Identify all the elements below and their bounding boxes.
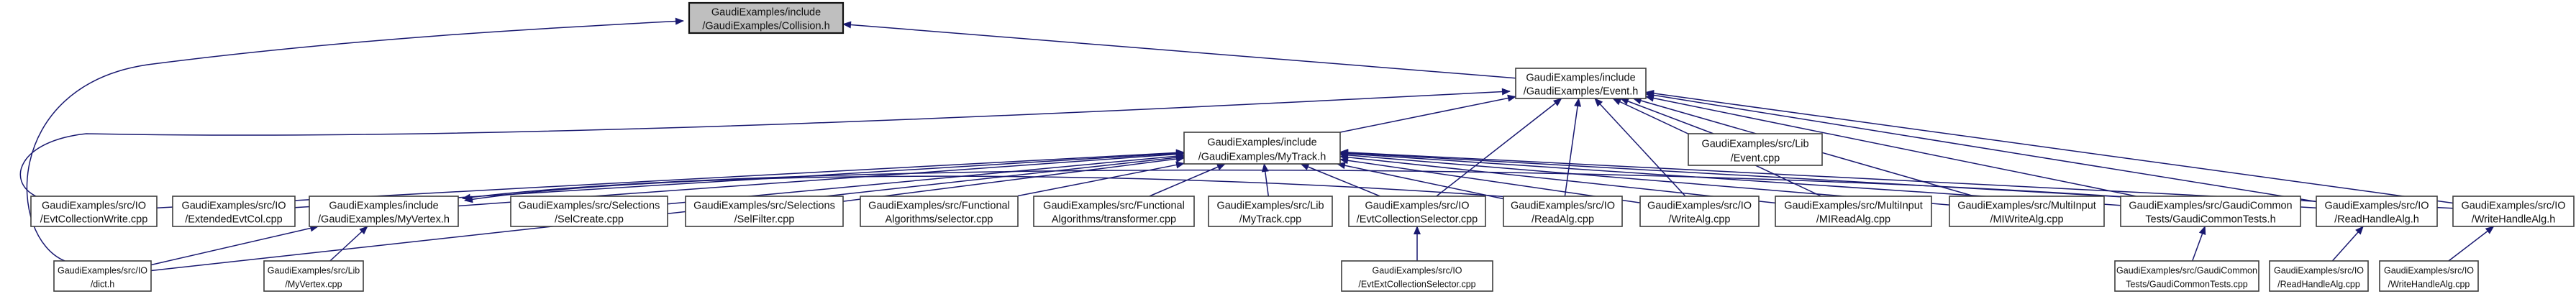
graph-node-extendedevtcol_cpp[interactable]: GaudiExamples/src/IO/ExtendedEvtCol.cpp	[172, 196, 296, 227]
graph-node-box[interactable]	[53, 260, 152, 292]
graph-node-box[interactable]	[2316, 196, 2438, 227]
graph-node-writehandlealg_cpp[interactable]: GaudiExamples/src/IO/WriteHandleAlg.cpp	[2379, 260, 2479, 292]
graph-node-box[interactable]	[309, 196, 459, 227]
graph-node-collision_h: GaudiExamples/include/GaudiExamples/Coll…	[688, 1, 845, 35]
graph-node-miwritealg_cpp[interactable]: GaudiExamples/src/MultiInput/MIWriteAlg.…	[1949, 196, 2105, 227]
graph-node-readhandlealg_cpp[interactable]: GaudiExamples/src/IO/ReadHandleAlg.cpp	[2269, 260, 2369, 292]
graph-edge-evtcollectionselector_cpp-mytrack_h	[1300, 163, 1380, 197]
graph-node-mytrack_h[interactable]: GaudiExamples/include/GaudiExamples/MyTr…	[1183, 132, 1341, 165]
graph-edge-mytrack_h-event_h	[1339, 94, 1516, 133]
graph-node-box[interactable]	[1775, 196, 1932, 227]
graph-node-evtcollectionselector_cpp[interactable]: GaudiExamples/src/IO/EvtCollectionSelect…	[1348, 196, 1486, 227]
graph-node-writehandlealg_h[interactable]: GaudiExamples/src/IO/WriteHandleAlg.h	[2452, 196, 2575, 227]
graph-edge-readalg_cpp-event_h	[1564, 98, 1582, 197]
graph-edge-selector_cpp-mytrack_h	[1017, 161, 1185, 197]
graph-node-dict_h[interactable]: GaudiExamples/src/IO/dict.h	[53, 260, 152, 292]
graph-edge-evtcollectionwrite_cpp-event_h	[19, 88, 1511, 197]
graph-node-evtcollectionwrite_cpp[interactable]: GaudiExamples/src/IO/EvtCollectionWrite.…	[30, 196, 158, 227]
graph-node-box[interactable]	[1688, 133, 1823, 166]
graph-edge-gaudicommontests_cpp-gaudicommontests_h	[2191, 226, 2206, 262]
graph-edge-mytrack_cpp-mytrack_h	[1261, 163, 1270, 197]
graph-edge-dict_h-myvertex_h	[150, 224, 319, 266]
graph-node-myvertex_cpp[interactable]: GaudiExamples/src/Lib/MyVertex.cpp	[263, 260, 364, 292]
graph-node-box[interactable]	[2120, 196, 2301, 227]
graph-node-mireadalg_cpp[interactable]: GaudiExamples/src/MultiInput/MIReadAlg.c…	[1775, 196, 1932, 227]
graph-node-box[interactable]	[1341, 260, 1493, 292]
graph-node-box[interactable]	[1348, 196, 1486, 227]
graph-edge-readalg_cpp-mytrack_h	[1337, 162, 1504, 200]
graph-node-writealg_cpp[interactable]: GaudiExamples/src/IO/WriteAlg.cpp	[1639, 196, 1760, 227]
graph-edge-myvertex_cpp-myvertex_h	[329, 226, 368, 262]
graph-node-box[interactable]	[1183, 132, 1341, 165]
graph-edge-writehandlealg_cpp-writehandlealg_h	[2448, 226, 2495, 262]
graph-edge-event_h-collision_h	[842, 21, 1516, 79]
graph-edge-readhandlealg_cpp-readhandlealg_h	[2331, 226, 2364, 262]
graph-node-myvertex_h[interactable]: GaudiExamples/include/GaudiExamples/MyVe…	[309, 196, 459, 227]
graph-edge-writealg_cpp-mytrack_h	[1339, 157, 1641, 203]
graph-node-box[interactable]	[30, 196, 158, 227]
graph-node-box[interactable]	[510, 196, 668, 227]
graph-edge-dict_h-collision_h	[26, 17, 684, 262]
graph-edge-readhandlealg_h-event_h	[1645, 91, 2317, 203]
graph-node-box[interactable]	[685, 196, 844, 227]
graph-node-box[interactable]	[1208, 196, 1333, 227]
graph-node-evtextcollectionselector_cpp[interactable]: GaudiExamples/src/IO/EvtExtCollectionSel…	[1341, 260, 1493, 292]
graph-edge-selfilter_cpp-mytrack_h	[842, 155, 1185, 202]
graph-edge-gaudicommontests_h-event_h	[1645, 94, 2136, 197]
graph-node-box[interactable]	[2452, 196, 2575, 227]
graph-node-selfilter_cpp[interactable]: GaudiExamples/src/Selections/SelFilter.c…	[685, 196, 844, 227]
graph-node-box[interactable]	[1503, 196, 1623, 227]
graph-node-box[interactable]	[2114, 260, 2259, 292]
graph-node-box[interactable]	[2269, 260, 2369, 292]
graph-node-box[interactable]	[1033, 196, 1195, 227]
graph-node-box[interactable]	[2379, 260, 2479, 292]
graph-node-box[interactable]	[1639, 196, 1760, 227]
graph-node-box	[688, 1, 845, 35]
graph-edge-evtcollectionselector_cpp-event_h	[1436, 98, 1562, 197]
node-layer: GaudiExamples/include/GaudiExamples/Coll…	[30, 1, 2575, 292]
graph-node-readalg_cpp[interactable]: GaudiExamples/src/IO/ReadAlg.cpp	[1503, 196, 1623, 227]
graph-node-selcreate_cpp[interactable]: GaudiExamples/src/Selections/SelCreate.c…	[510, 196, 668, 227]
graph-node-box[interactable]	[860, 196, 1019, 227]
graph-node-event_cpp[interactable]: GaudiExamples/src/Lib/Event.cpp	[1688, 133, 1823, 166]
graph-edge-event_cpp-event_h	[1619, 98, 1714, 134]
graph-node-box[interactable]	[1515, 68, 1647, 99]
graph-edge-readalg_cpp-myvertex_h	[464, 175, 1510, 203]
graph-edge-gaudicommontests_h-myvertex_h	[462, 169, 2126, 201]
graph-edge-mireadalg_cpp-mytrack_h	[1339, 153, 1776, 204]
graph-node-box[interactable]	[172, 196, 296, 227]
graph-node-event_h[interactable]: GaudiExamples/include/GaudiExamples/Even…	[1515, 68, 1647, 99]
graph-edge-writealg_cpp-event_h	[1594, 98, 1686, 197]
graph-node-box[interactable]	[263, 260, 364, 292]
graph-edge-writehandlealg_h-event_h	[1645, 89, 2454, 204]
graph-node-box[interactable]	[1949, 196, 2105, 227]
graph-node-mytrack_cpp[interactable]: GaudiExamples/src/Lib/MyTrack.cpp	[1208, 196, 1333, 227]
graph-node-readhandlealg_h[interactable]: GaudiExamples/src/IO/ReadHandleAlg.h	[2316, 196, 2438, 227]
